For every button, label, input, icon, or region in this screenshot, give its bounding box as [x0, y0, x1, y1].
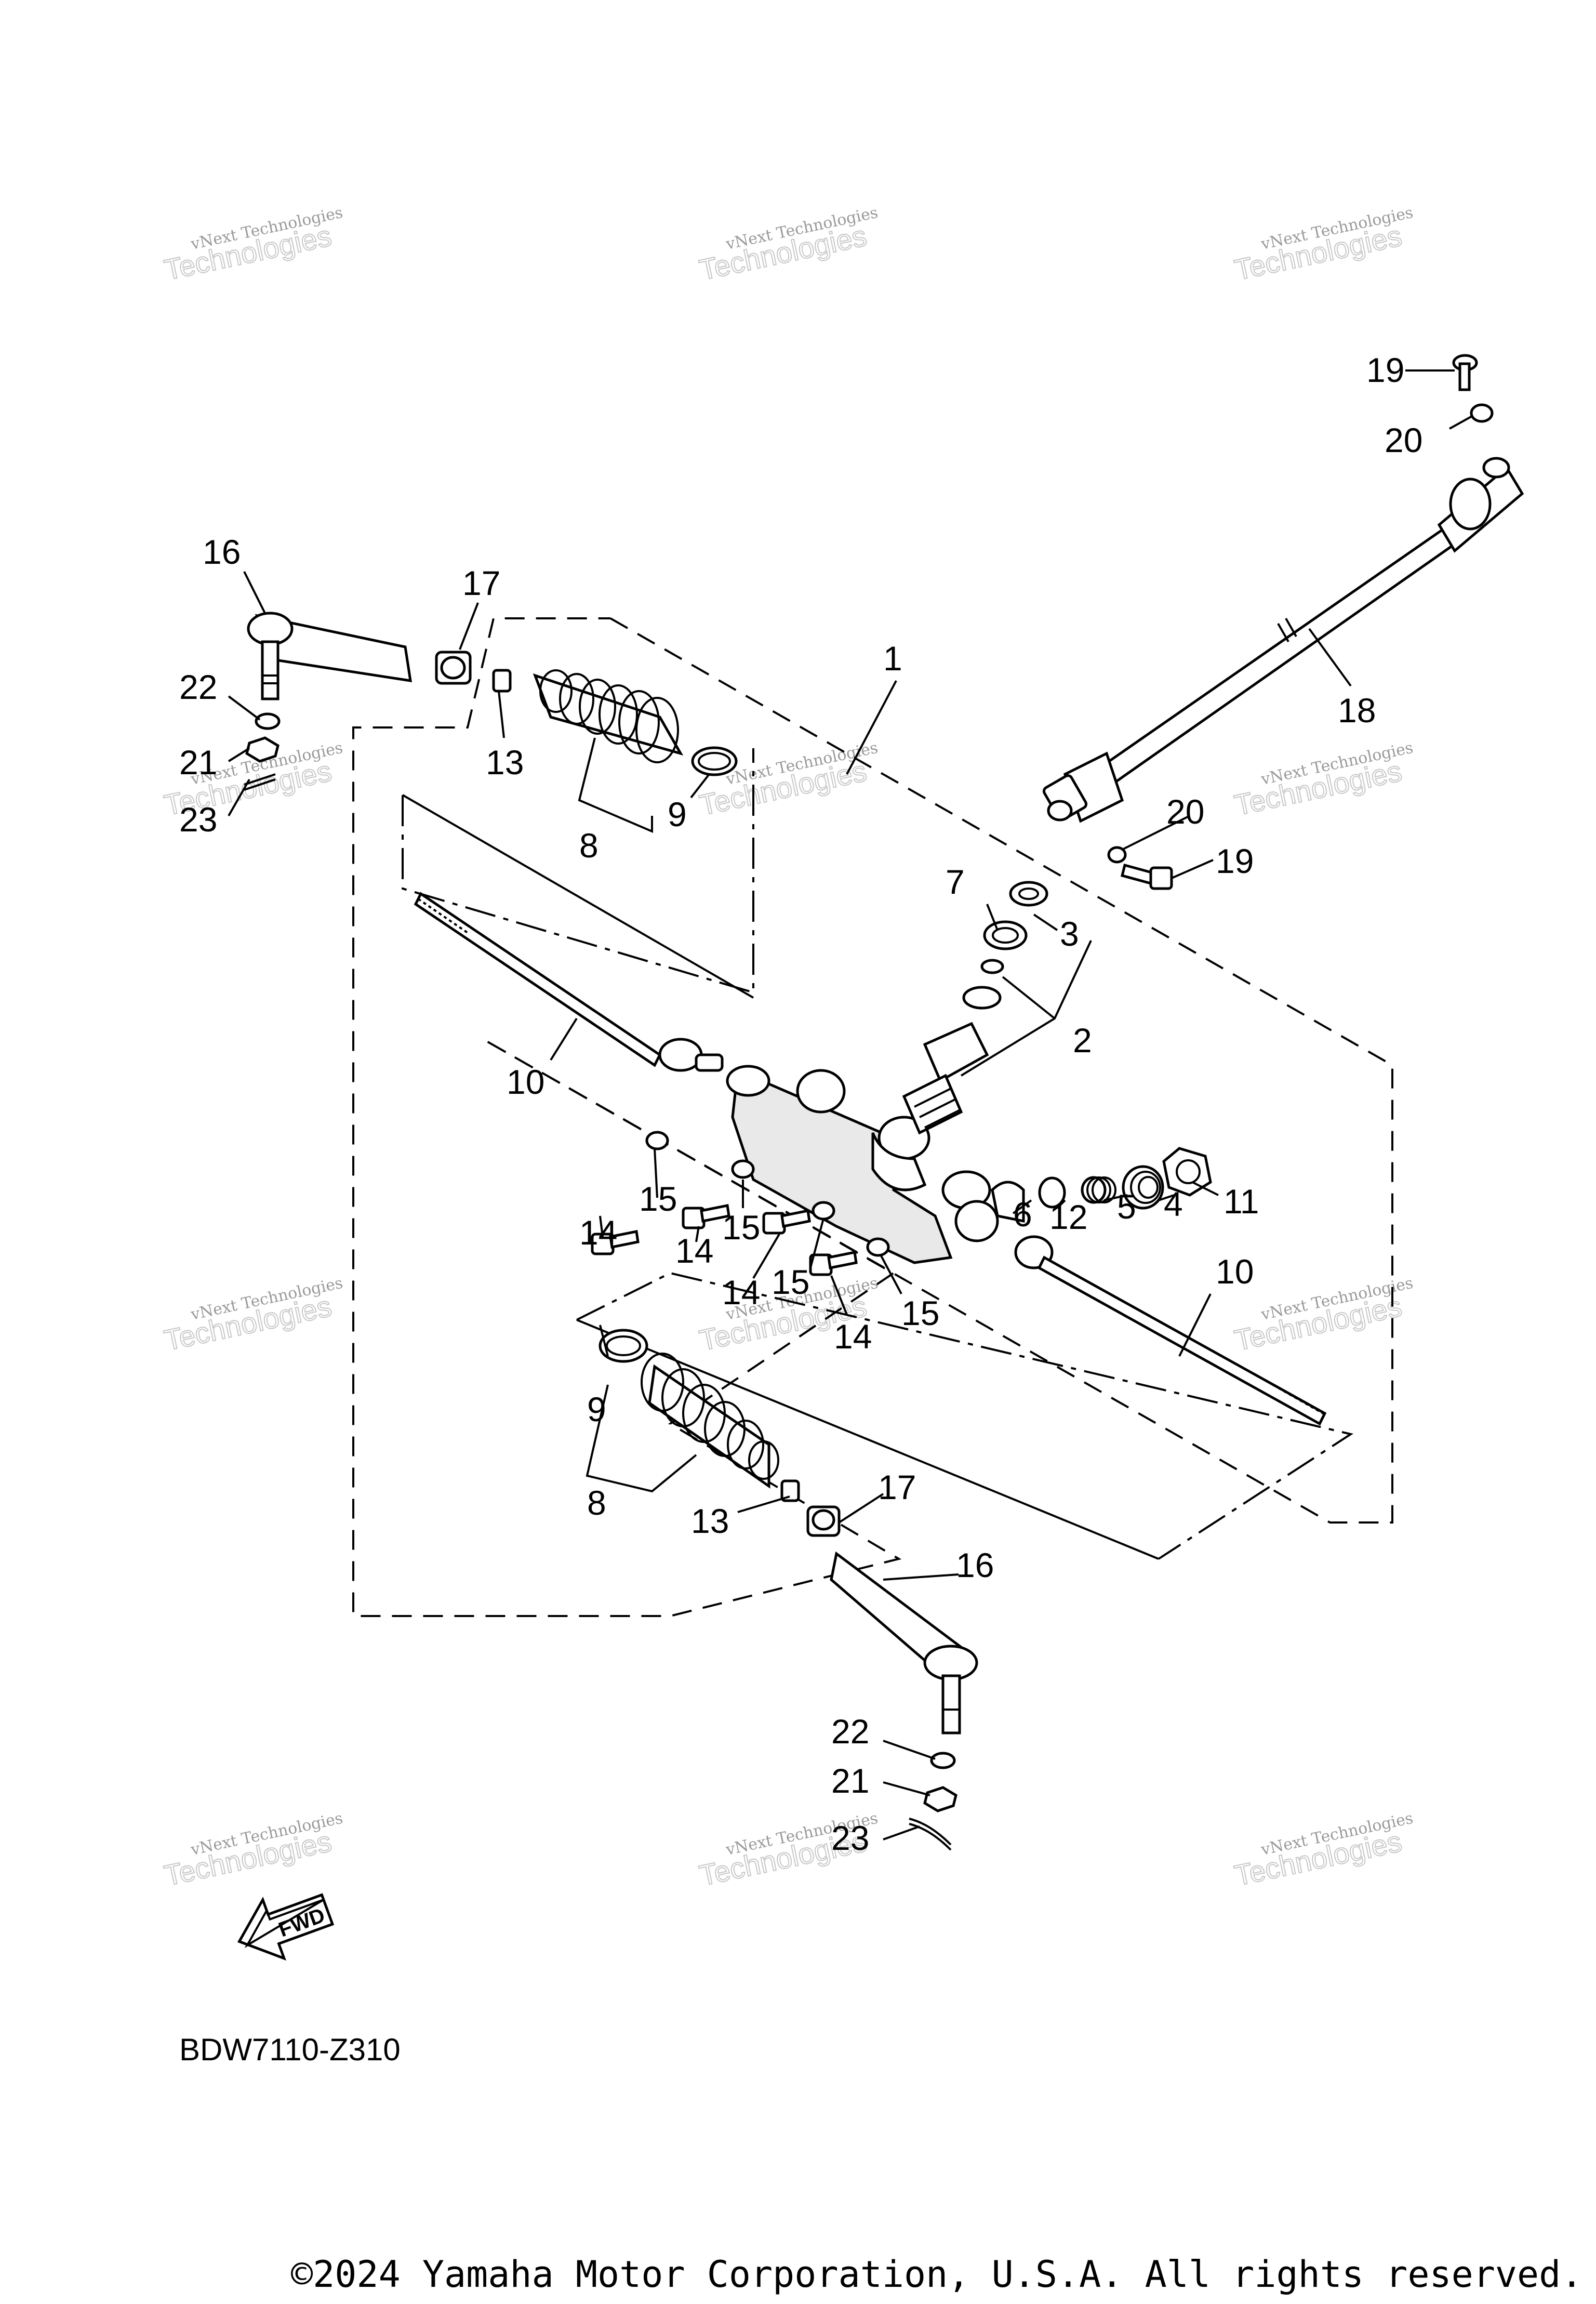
- callout-2: 2: [1073, 1021, 1092, 1060]
- callout-17-lower: 17: [878, 1468, 916, 1506]
- callout-15-b: 15: [722, 1208, 760, 1247]
- nut-21-upper: [245, 736, 280, 763]
- callout-16-lower: 16: [956, 1546, 994, 1584]
- callout-21-upper: 21: [179, 743, 217, 782]
- diagram-id: BDW7110-Z310: [179, 2032, 401, 2067]
- leader-lines: [228, 369, 1473, 1840]
- band-upper: [492, 669, 512, 693]
- circlip: [983, 920, 1028, 950]
- parts: [244, 354, 1524, 1851]
- callout-9-lower: 9: [587, 1390, 606, 1428]
- callout-15-d: 15: [901, 1294, 939, 1332]
- tie-rod-end-upper: [247, 612, 412, 700]
- callout-13-upper: 13: [486, 743, 524, 782]
- cotter-pin-upper: [244, 773, 276, 791]
- callout-18: 18: [1338, 691, 1376, 730]
- callout-19-lower: 19: [1216, 842, 1254, 880]
- callout-15-c: 15: [772, 1263, 809, 1301]
- boot-upper: [533, 669, 684, 763]
- callout-13-lower: 13: [691, 1502, 729, 1540]
- callout-4: 4: [1164, 1185, 1183, 1223]
- upper-rod-boot-group: [402, 748, 754, 994]
- callout-14-b: 14: [675, 1232, 713, 1270]
- callout-8-upper: 8: [579, 826, 598, 865]
- callout-12: 12: [1049, 1198, 1087, 1236]
- bolt-top: [1452, 354, 1478, 391]
- washer-22-upper: [255, 712, 281, 730]
- tie-rod-end-lower: [830, 1551, 978, 1734]
- lock-nut-lower: [806, 1505, 841, 1537]
- inner-tie-rod-lower: [1014, 1235, 1327, 1426]
- washer-22-lower: [930, 1752, 956, 1769]
- fwd-arrow: FWD: [237, 1893, 335, 1961]
- callout-6: 6: [1013, 1195, 1032, 1234]
- callout-10-upper: 10: [507, 1063, 544, 1101]
- callout-14-d: 14: [834, 1317, 872, 1356]
- boot-lower: [641, 1353, 779, 1489]
- callout-23-upper: 23: [179, 800, 217, 839]
- steering-shaft: [1042, 457, 1524, 823]
- mounting-bolts: [591, 1131, 890, 1276]
- washer-top: [1470, 403, 1494, 423]
- lower-rod-boot-group: [576, 1272, 1354, 1560]
- callout-10-lower: 10: [1216, 1252, 1254, 1291]
- callout-7: 7: [946, 863, 965, 901]
- subgroup-outlines: [402, 748, 1354, 1560]
- callout-17-upper: 17: [462, 564, 500, 602]
- callout-11: 11: [1223, 1182, 1259, 1221]
- callout-14-c: 14: [722, 1273, 760, 1312]
- clamp-lower: [598, 1329, 648, 1363]
- callout-9-upper: 9: [668, 795, 687, 833]
- lock-nut: [1162, 1147, 1212, 1197]
- lock-nut-upper: [435, 651, 472, 685]
- copyright-notice: ©2024 Yamaha Motor Corporation, U.S.A. A…: [291, 2253, 1583, 2296]
- nut-21-lower: [923, 1786, 957, 1812]
- o-ring: [1038, 1176, 1066, 1209]
- callout-1: 1: [883, 639, 902, 678]
- washer-lower: [1107, 846, 1127, 864]
- callout-16-upper: 16: [203, 533, 241, 571]
- callout-5: 5: [1117, 1187, 1136, 1226]
- assembly-boundary-dashed: [352, 617, 1393, 1617]
- pinion-assembly: [902, 959, 1004, 1135]
- assembly-outline: [352, 617, 1393, 1617]
- cotter-pin-lower: [909, 1818, 952, 1851]
- callout-22-upper: 22: [179, 668, 217, 706]
- callout-23-lower: 23: [831, 1819, 869, 1857]
- callout-19-top: 19: [1366, 351, 1404, 389]
- clamp-upper: [691, 746, 738, 776]
- inner-tie-rod-upper: [414, 892, 724, 1072]
- spring: [1081, 1176, 1116, 1204]
- callout-8-lower: 8: [587, 1484, 606, 1522]
- callout-3: 3: [1060, 915, 1079, 953]
- callout-14-a: 14: [579, 1213, 617, 1252]
- callout-20-lower: 20: [1166, 792, 1204, 831]
- callout-21-lower: 21: [831, 1762, 869, 1800]
- callout-22-lower: 22: [831, 1712, 869, 1751]
- bolt-lower: [1120, 863, 1173, 890]
- seal: [1009, 881, 1048, 907]
- callout-15-a: 15: [639, 1180, 677, 1218]
- adjusting-bolt: [1122, 1165, 1164, 1210]
- callout-labels: 1 2 3 4 5 6 7 8 8 9 9 10 10 11 12 13 13 …: [179, 351, 1422, 1857]
- band-lower: [780, 1479, 800, 1502]
- callout-20-top: 20: [1385, 421, 1422, 459]
